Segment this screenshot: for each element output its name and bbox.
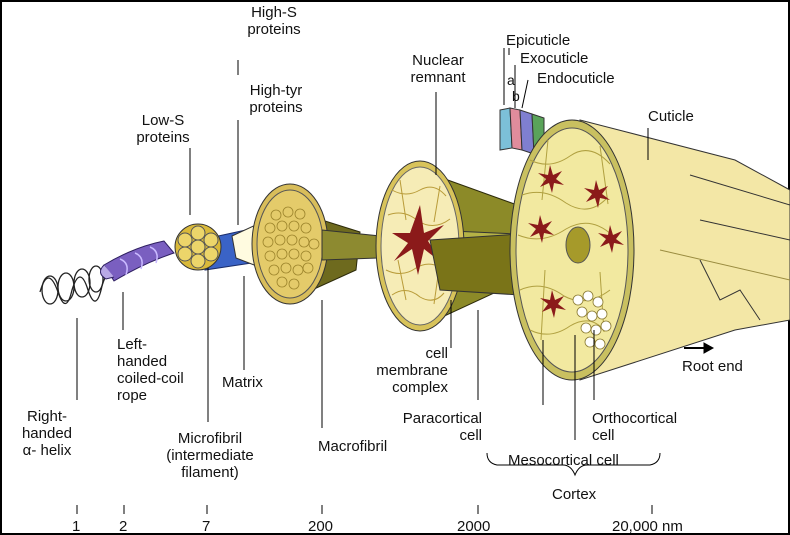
label-alpha-helix: Right- handed α- helix — [14, 408, 80, 459]
scale-1: 1 — [72, 518, 80, 535]
label-mesocortical-cell: Mesocortical cell — [508, 452, 619, 469]
label-epicuticle: Epicuticle — [506, 32, 570, 49]
label-high-s-proteins: High-S proteins — [234, 4, 314, 38]
label-macrofibril: Macrofibril — [318, 438, 387, 455]
label-orthocortical-cell: Orthocortical cell — [592, 410, 677, 444]
label-endocuticle: Endocuticle — [537, 70, 615, 87]
label-b: b — [512, 88, 520, 105]
label-high-tyr-proteins: High-tyr proteins — [234, 82, 318, 116]
label-matrix: Matrix — [222, 374, 263, 391]
label-cell-membrane-complex: cell membrane complex — [352, 345, 448, 396]
label-a: a — [507, 72, 515, 89]
label-exocuticle: Exocuticle — [520, 50, 588, 67]
label-cortex: Cortex — [552, 486, 596, 503]
label-root-end: Root end — [682, 358, 743, 375]
scale-200: 200 — [308, 518, 333, 535]
label-paracortical-cell: Paracortical cell — [380, 410, 482, 444]
scale-2000: 2000 — [457, 518, 490, 535]
label-cuticle: Cuticle — [648, 108, 694, 125]
scale-20000-nm: 20,000 nm — [612, 518, 683, 535]
label-microfibril: Microfibril (intermediate filament) — [160, 430, 260, 481]
label-nuclear-remnant: Nuclear remnant — [400, 52, 476, 86]
label-coiled-coil: Left- handed coiled-coil rope — [117, 336, 184, 404]
label-low-s-proteins: Low-S proteins — [122, 112, 204, 146]
microfibril-bundle — [175, 224, 221, 270]
scale-2: 2 — [119, 518, 127, 535]
scale-7: 7 — [202, 518, 210, 535]
